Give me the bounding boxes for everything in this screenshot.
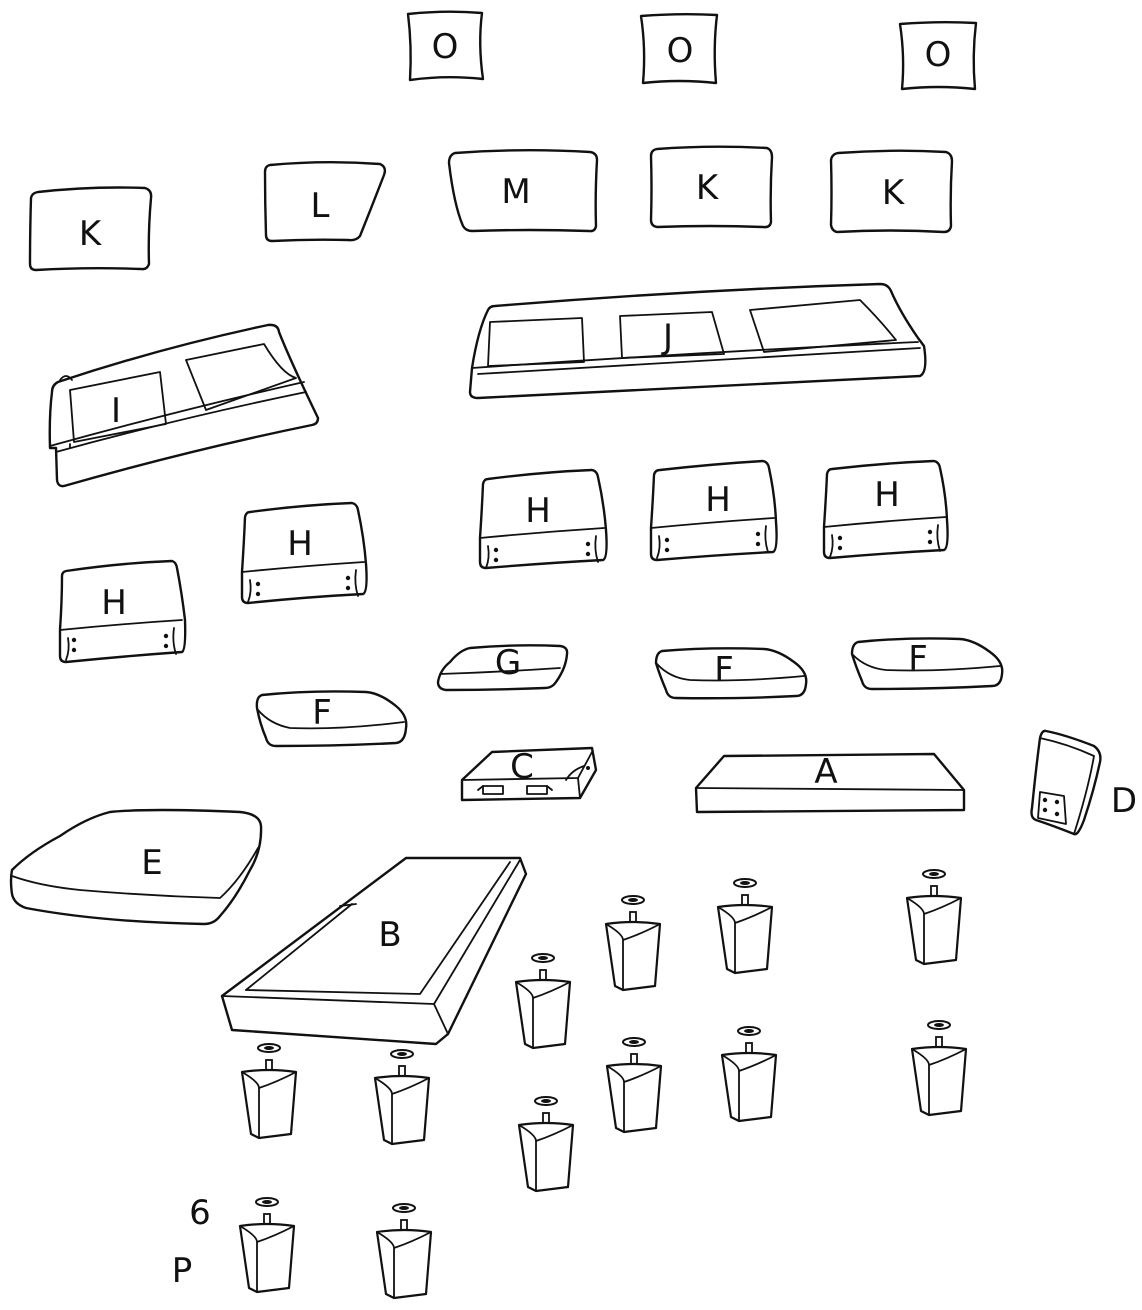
pillow-o-1: O: [408, 12, 483, 80]
arm-h-label: H: [705, 480, 731, 520]
seat-cushion-f-3: F: [852, 638, 1002, 689]
leg: [722, 1027, 776, 1121]
leg: [718, 879, 772, 973]
arm-h-label: H: [874, 475, 900, 515]
arm-h-label: H: [287, 524, 313, 564]
seat-cushion-f-2: F: [656, 648, 806, 698]
leg: [907, 870, 961, 964]
cushion-e: E: [11, 810, 261, 924]
bracket-c-label: C: [510, 747, 534, 787]
back-cushion-k-label: K: [882, 173, 906, 213]
pillow-o-2: O: [641, 14, 717, 83]
seat-cushion-g-label: G: [495, 643, 521, 683]
leg: [607, 1038, 661, 1132]
frame-b: B: [222, 858, 526, 1044]
arm-h-1: H: [60, 561, 185, 662]
arm-h-2: H: [242, 503, 367, 603]
pillow-o-label: O: [432, 27, 459, 67]
back-cushion-l: L: [265, 162, 385, 241]
arm-h-5: H: [824, 461, 948, 558]
seat-cushion-f-label: F: [908, 639, 928, 679]
frame-a-label: A: [814, 752, 837, 792]
arm-h-4: H: [651, 461, 777, 560]
pillow-o-3: O: [900, 22, 976, 89]
seat-cushion-g: G: [438, 643, 567, 690]
backrest-j-label: J: [661, 317, 673, 357]
back-cushion-m: M: [449, 150, 597, 231]
seat-cushion-f-label: F: [714, 650, 734, 690]
panel-d-label: D: [1111, 781, 1137, 821]
leg: [377, 1204, 431, 1298]
leg: [375, 1050, 429, 1144]
leg: [912, 1021, 966, 1115]
back-cushion-m-label: M: [501, 172, 530, 212]
pillow-o-label: O: [667, 31, 694, 71]
frame-b-label: B: [378, 915, 401, 955]
arm-h-3: H: [480, 470, 607, 568]
back-cushion-k-label: K: [79, 214, 103, 254]
leg: [240, 1198, 294, 1292]
leg: [242, 1044, 296, 1138]
back-cushion-k-label: K: [696, 168, 720, 208]
leg: [516, 954, 570, 1048]
arm-h-label: H: [525, 491, 551, 531]
panel-d: D: [1032, 731, 1138, 834]
pillow-o-label: O: [925, 35, 952, 75]
backrest-j: J: [470, 284, 925, 398]
leg-p-label: P: [172, 1251, 193, 1291]
seat-cushion-f-1: F: [257, 691, 406, 746]
back-cushion-k-3: K: [831, 151, 952, 232]
leg: [519, 1097, 573, 1191]
leg: [606, 896, 660, 990]
backrest-i: I: [50, 325, 318, 486]
back-cushion-k-1: K: [30, 188, 151, 271]
frame-a: A: [696, 752, 964, 812]
arm-h-label: H: [101, 583, 127, 623]
cushion-e-label: E: [141, 843, 162, 883]
back-cushion-k-2: K: [651, 147, 772, 227]
leg-count-label: 6: [189, 1193, 211, 1233]
seat-cushion-f-label: F: [312, 693, 332, 733]
back-cushion-l-label: L: [311, 186, 330, 226]
backrest-i-label: I: [111, 391, 121, 431]
bracket-c: C: [462, 747, 596, 800]
